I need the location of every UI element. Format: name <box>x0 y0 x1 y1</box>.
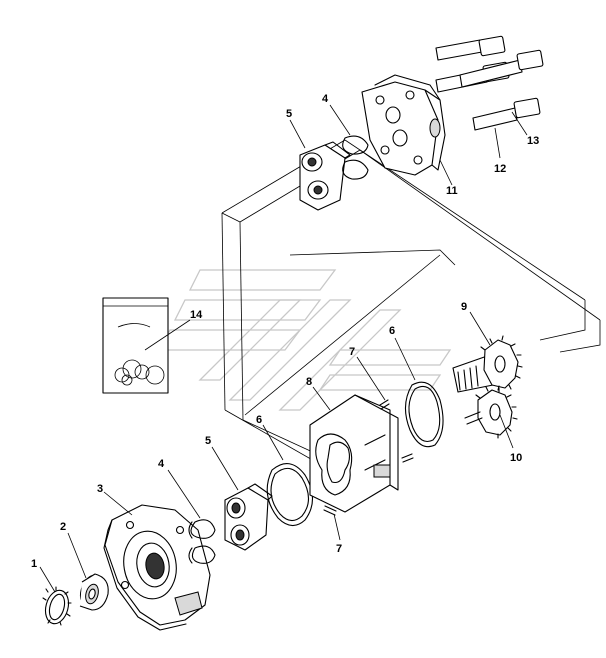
callout-13: 13 <box>527 135 539 147</box>
callout-4-lower: 4 <box>158 458 165 470</box>
part-6-lower-oring <box>262 424 314 527</box>
part-6-upper-oring <box>394 337 444 448</box>
part-7-dowel-pins <box>323 356 414 541</box>
callout-2: 2 <box>60 521 66 533</box>
callout-9: 9 <box>461 301 467 313</box>
part-8-pump-housing <box>309 386 399 513</box>
watermark-logo <box>158 269 452 411</box>
part-5-lower-bearing <box>211 446 273 551</box>
callout-8: 8 <box>306 376 312 388</box>
callout-5-upper: 5 <box>286 108 292 120</box>
callout-7-lower: 7 <box>336 543 342 555</box>
callout-1: 1 <box>31 558 37 570</box>
callout-labels: 1 2 3 4 4 5 5 6 6 7 7 8 9 10 11 12 13 14 <box>31 93 539 570</box>
part-5-upper-bearing <box>289 119 351 211</box>
reference-lines <box>221 139 601 471</box>
part-2-shaft-seal <box>67 532 109 611</box>
callout-12: 12 <box>494 163 506 175</box>
callout-10: 10 <box>510 452 522 464</box>
callout-6-upper: 6 <box>389 325 395 337</box>
callout-11: 11 <box>446 185 458 197</box>
part-3-front-cover <box>103 491 211 631</box>
part-9-drive-gear <box>452 311 523 393</box>
callout-6-lower: 6 <box>256 414 262 426</box>
callout-5-lower: 5 <box>205 435 211 447</box>
part-14-seal-kit <box>102 297 191 394</box>
part-11-rear-cover <box>361 74 453 186</box>
callout-7-upper: 7 <box>349 346 355 358</box>
callout-14: 14 <box>190 309 203 321</box>
part-1-retaining-ring <box>39 566 72 626</box>
part-4-upper-seal <box>329 104 369 180</box>
callout-4-upper: 4 <box>322 93 329 105</box>
part-4-lower-seal <box>167 469 216 564</box>
part-10-driven-gear <box>464 385 518 449</box>
part-12-13-bolts <box>435 35 544 159</box>
callout-3: 3 <box>97 483 103 495</box>
